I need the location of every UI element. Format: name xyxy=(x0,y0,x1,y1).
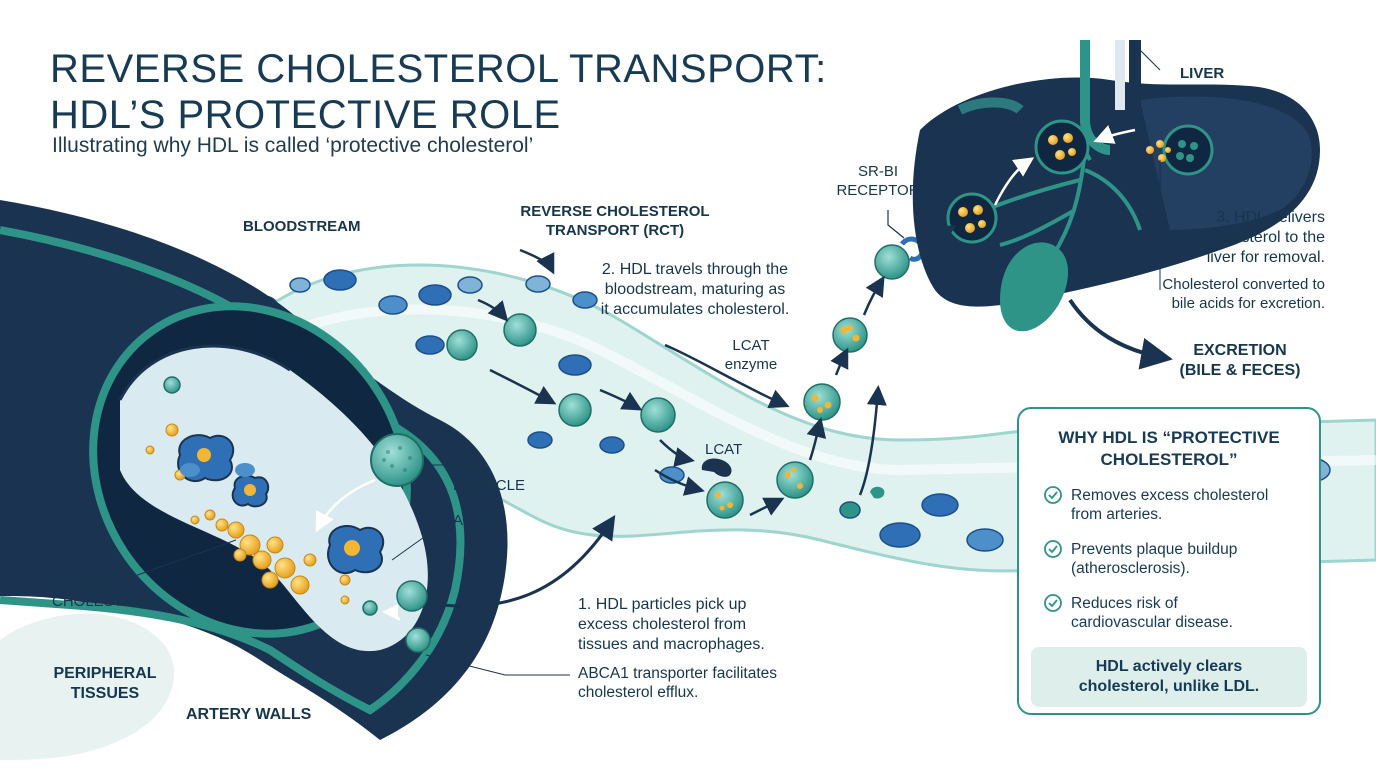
title-line-1: REVERSE CHOLESTEROL TRANSPORT: xyxy=(50,47,827,91)
label-excretion: EXCRETION (BILE & FECES) xyxy=(1179,342,1301,379)
hdl-stream-group xyxy=(446,244,910,519)
label-artery-walls: ARTERY WALLS xyxy=(186,706,312,723)
bloodstream-highlight xyxy=(247,304,1376,476)
label-liver: LIVER xyxy=(1180,65,1225,82)
check-circle-icon xyxy=(1044,540,1062,558)
page-title: REVERSE CHOLESTEROL TRANSPORT: HDL’S PRO… xyxy=(50,46,827,138)
panel-callout: HDL actively clears cholesterol, unlike … xyxy=(1031,647,1307,707)
liver-group xyxy=(912,40,1320,332)
panel-point-1: Removes excess cholesterol from arteries… xyxy=(1071,487,1269,523)
label-sr-bi-receptor: SR-BI RECEPTOR xyxy=(836,163,920,199)
hdl-cholesterol-dots xyxy=(715,325,860,511)
page-subtitle: Illustrating why HDL is called ‘protecti… xyxy=(52,134,534,157)
step1-arrow xyxy=(439,514,616,608)
label-bloodstream: BLOODSTREAM xyxy=(243,218,361,235)
protective-cholesterol-panel: WHY HDL IS “PROTECTIVE CHOLESTEROL” Remo… xyxy=(1017,407,1321,715)
label-abca1: ABCA1 transporter facilitates cholestero… xyxy=(578,665,778,701)
peripheral-tissue-blob xyxy=(0,613,175,760)
artery-group xyxy=(0,200,508,740)
label-lcat-enzyme: LCAT enzyme xyxy=(724,337,778,373)
label-rct: REVERSE CHOLESTEROL TRANSPORT (RCT) xyxy=(520,203,710,239)
label-step-1: 1. HDL particles pick up excess choleste… xyxy=(578,596,765,653)
check-circle-icon xyxy=(1044,486,1062,504)
panel-point-2: Prevents plaque buildup (atherosclerosis… xyxy=(1071,541,1238,577)
panel-title: WHY HDL IS “PROTECTIVE CHOLESTEROL” xyxy=(1058,428,1280,469)
lcat-enzyme-shape xyxy=(701,458,732,477)
title-line-2: HDL’S PROTECTIVE ROLE xyxy=(50,93,561,137)
hdl-particle-illustration xyxy=(370,433,424,487)
label-lcat: LCAT xyxy=(705,441,743,458)
label-bile-acids: Cholesterol converted to bile acids for … xyxy=(1162,276,1325,312)
label-apoa-i: APOA-I xyxy=(453,512,504,529)
excretion-arrow xyxy=(1068,298,1173,370)
to-liver-arrow xyxy=(917,225,957,246)
panel-point-3: Reduces risk of cardiovascular disease. xyxy=(1071,595,1233,631)
label-step-3: 3. HDL delivers cholesterol to the liver… xyxy=(1203,209,1325,266)
label-peripheral-tissues: PERIPHERAL TISSUES xyxy=(53,665,157,702)
check-circle-icon xyxy=(1044,594,1062,612)
stream-arrows xyxy=(477,248,887,517)
label-hdl-particle: HDL PARTICLE xyxy=(453,458,525,494)
label-excess-cholesterol: EXCESS CHOLESTEROL xyxy=(52,574,164,610)
label-step-2: 2. HDL travels through the bloodstream, … xyxy=(600,261,790,318)
lcat-enzyme-shape-2 xyxy=(870,486,885,499)
